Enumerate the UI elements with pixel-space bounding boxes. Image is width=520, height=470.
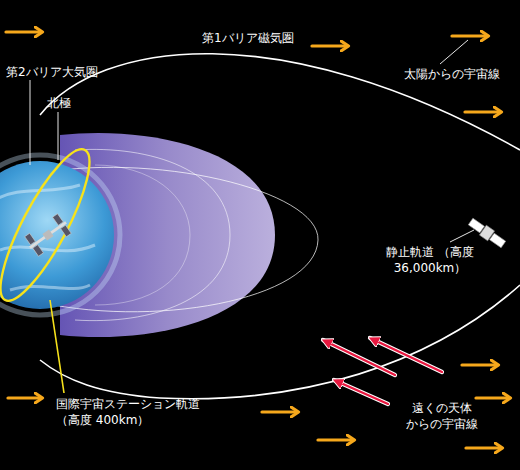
layer-label: 第1バリア磁気圏 bbox=[202, 30, 332, 46]
art-g bbox=[323, 338, 442, 404]
art-line bbox=[452, 34, 486, 37]
art-line bbox=[370, 338, 442, 372]
art-line bbox=[8, 396, 40, 399]
orbit-label: 静止軌道 （高度 36,000km） bbox=[376, 244, 484, 276]
layer-label: 第2バリア大気圏 bbox=[6, 64, 126, 80]
art-rect bbox=[42, 229, 53, 240]
art-g bbox=[323, 338, 442, 404]
art-rect bbox=[33, 245, 44, 257]
art-g bbox=[6, 32, 508, 448]
art-line bbox=[50, 300, 64, 393]
art-line bbox=[334, 380, 388, 404]
art-line bbox=[462, 363, 496, 366]
art-line bbox=[440, 40, 468, 64]
art-line bbox=[262, 410, 296, 413]
art-rect bbox=[468, 218, 484, 233]
art-line bbox=[318, 438, 352, 441]
art-rect bbox=[61, 225, 72, 237]
ray-label: 太陽からの宇宙線 bbox=[404, 66, 516, 82]
orbit-label: 国際宇宙ステーション軌道 （高度 400km） bbox=[56, 396, 226, 428]
art-line bbox=[334, 380, 388, 404]
art-g bbox=[23, 213, 73, 258]
art-line bbox=[466, 446, 500, 449]
art-rect bbox=[53, 214, 64, 226]
art-line bbox=[476, 396, 508, 399]
art-g bbox=[467, 217, 507, 250]
art-rect bbox=[490, 233, 506, 248]
art-line bbox=[30, 80, 31, 165]
pole-label: 北極 bbox=[47, 95, 87, 111]
art-g bbox=[323, 338, 442, 404]
art-rect bbox=[25, 233, 36, 245]
art-line bbox=[465, 110, 499, 113]
ray-label: 遠くの天体 からの宇宙線 bbox=[398, 400, 486, 432]
art-line bbox=[6, 30, 40, 33]
art-ellipse bbox=[0, 140, 104, 311]
art-line bbox=[312, 44, 346, 47]
art-rect bbox=[29, 221, 67, 249]
art-line bbox=[58, 112, 59, 160]
art-circle bbox=[0, 161, 114, 309]
art-line bbox=[450, 230, 474, 242]
art-circle bbox=[0, 155, 120, 315]
